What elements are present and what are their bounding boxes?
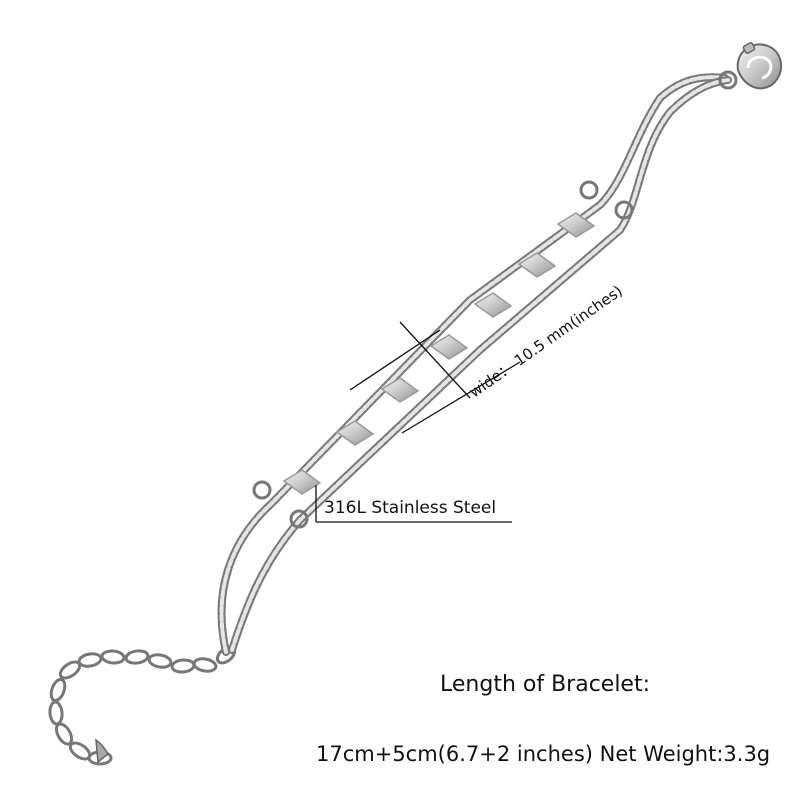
lobster-clasp-icon — [736, 42, 782, 90]
material-pointer-line — [315, 485, 512, 523]
extension-chain — [48, 645, 237, 766]
extension-drop — [95, 738, 109, 764]
length-heading: Length of Bracelet: — [440, 672, 651, 697]
rhombus-charms — [282, 212, 596, 495]
width-dimension-lines — [349, 321, 521, 434]
material-label: 316L Stainless Steel — [324, 498, 497, 518]
curb-chains — [217, 73, 732, 656]
size-weight-spec: 17cm+5cm(6.7+2 inches) Net Weight:3.3g — [316, 742, 771, 766]
jump-rings — [252, 70, 738, 529]
